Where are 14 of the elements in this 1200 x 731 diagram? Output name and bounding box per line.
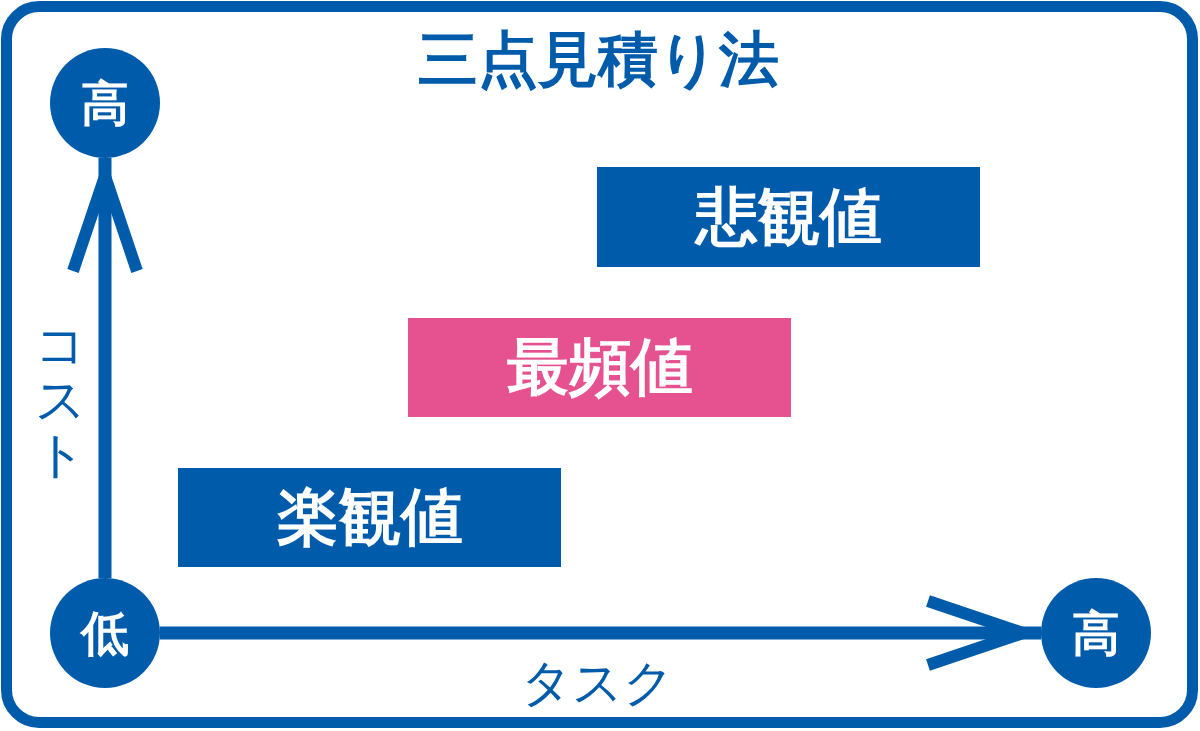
arrow: [160, 595, 1041, 671]
axis-label: タスク: [520, 655, 674, 711]
estimate-label: 最頻値: [506, 333, 693, 402]
estimate-box: [597, 167, 980, 267]
estimate-label: 楽観値: [276, 483, 463, 552]
title: 三点見積り法: [417, 27, 779, 91]
level-label: 低: [81, 606, 129, 660]
arrow: [67, 158, 143, 578]
level-label: 高: [81, 76, 129, 130]
estimate-label: 悲観値: [695, 182, 882, 252]
estimate-box: [408, 318, 791, 417]
level-label: 高: [1072, 606, 1120, 660]
estimate-box: [178, 468, 561, 567]
axis-label: コスト: [35, 317, 85, 483]
